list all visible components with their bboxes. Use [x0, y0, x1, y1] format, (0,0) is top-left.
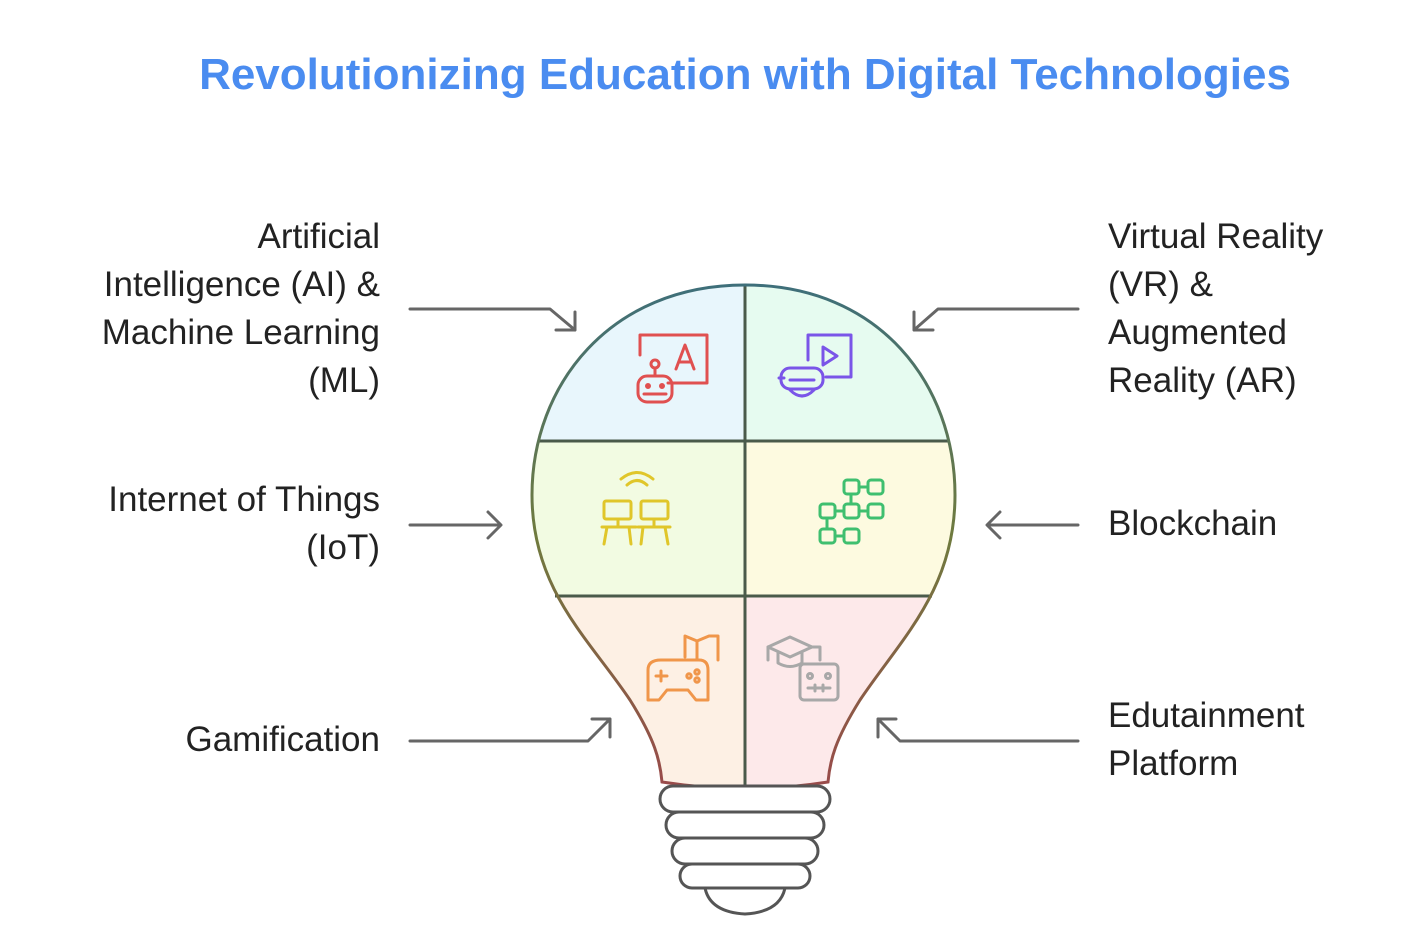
label-iot-line-1: Internet of Things	[108, 480, 380, 519]
label-vr-ar: Virtual Reality (VR) & Augmented Reality…	[1108, 213, 1408, 405]
label-iot-line-2: (IoT)	[306, 528, 380, 567]
graduation-robot-icon	[766, 635, 840, 702]
label-edutainment-line-1: Edutainment	[1108, 696, 1305, 735]
label-vr-ar-line-4: Reality (AR)	[1108, 361, 1297, 400]
arrow-edutainment	[876, 717, 1080, 743]
arrow-ai	[408, 307, 577, 332]
blockchain-icon	[818, 478, 885, 545]
arrow-gamification	[408, 717, 612, 743]
section-fill-iot	[532, 442, 745, 596]
label-edutainment: Edutainment Platform	[1108, 692, 1408, 788]
label-iot: Internet of Things (IoT)	[40, 476, 380, 572]
label-blockchain: Blockchain	[1108, 500, 1408, 548]
label-vr-ar-line-1: Virtual Reality	[1108, 217, 1324, 256]
arrow-iot	[408, 510, 503, 540]
arrow-blockchain	[985, 510, 1080, 540]
arrow-vr	[912, 307, 1080, 332]
robot-teacher-icon	[636, 333, 709, 404]
section-fill-edutainment	[745, 596, 955, 789]
label-vr-ar-line-3: Augmented	[1108, 313, 1288, 352]
connected-desks-icon	[600, 471, 672, 546]
label-ai-ml-line-1: Artificial	[257, 217, 380, 256]
section-fill-gamification	[532, 596, 745, 789]
bulb-base	[658, 784, 832, 916]
label-ai-ml-line-2: Intelligence (AI) &	[103, 265, 380, 304]
label-vr-ar-line-2: (VR) &	[1108, 265, 1213, 304]
label-ai-ml: Artificial Intelligence (AI) & Machine L…	[40, 213, 380, 405]
label-edutainment-line-2: Platform	[1108, 744, 1239, 783]
section-fill-ai	[532, 285, 745, 442]
label-blockchain-line-1: Blockchain	[1108, 504, 1278, 543]
page-title: Revolutionizing Education with Digital T…	[199, 50, 1291, 99]
label-ai-ml-line-3: Machine Learning	[101, 313, 380, 352]
section-fill-vr	[745, 285, 955, 442]
label-gamification-line-1: Gamification	[185, 720, 380, 759]
label-ai-ml-line-4: (ML)	[308, 361, 380, 400]
vr-headset-icon	[777, 333, 853, 398]
gamepad-book-icon	[646, 634, 720, 702]
label-gamification: Gamification	[40, 716, 380, 764]
